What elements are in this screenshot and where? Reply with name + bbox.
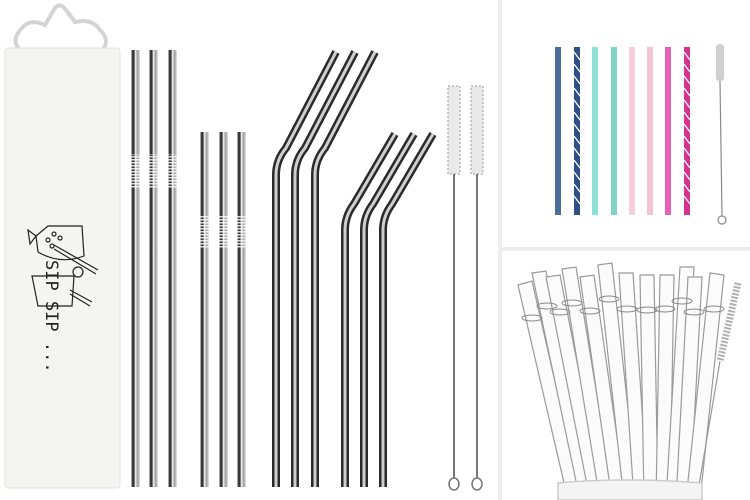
main-product-panel: SIP SIP ... [4,3,484,491]
panel-divider-vertical [498,0,502,500]
clear-straws-illustration [517,262,742,500]
stainless-straw-set-illustration: SIP SIP ... [4,3,484,491]
panel-divider-horizontal [502,247,750,251]
colored-straws [555,47,691,215]
clear-straws [517,262,725,500]
cleaning-brush-clear [697,282,742,492]
clear-straws-panel [502,251,750,500]
bent-short-straws [341,131,437,487]
cleaning-brushes [447,85,484,491]
pouch-bag: SIP SIP ... [4,3,121,489]
cup-holder [557,479,703,500]
straight-short-straws [199,132,249,487]
cleaning-brush-small [716,44,727,225]
bent-long-straws [272,50,379,487]
colored-straws-illustration [555,44,727,225]
pouch-text: SIP SIP ... [41,260,61,373]
straight-long-straws [130,50,180,487]
straw-stoppers [521,295,725,322]
colored-straws-panel [502,0,750,247]
